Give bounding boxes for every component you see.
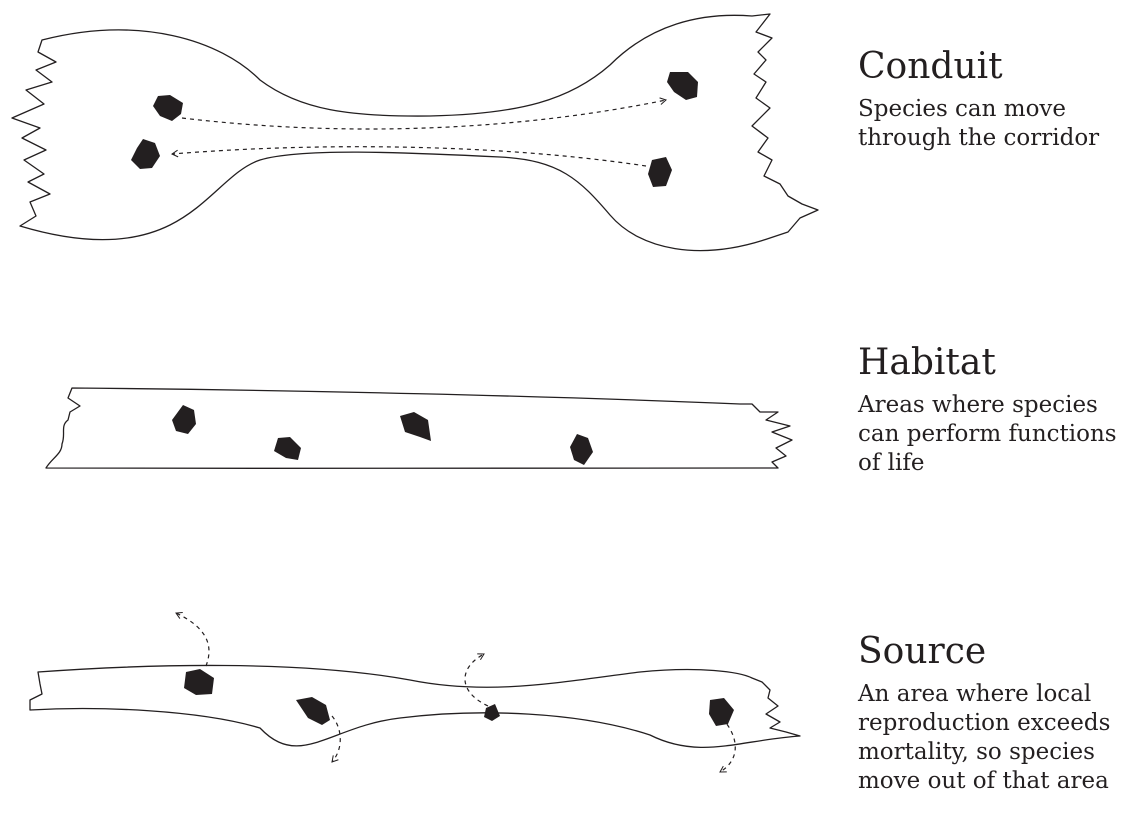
source-label-block: Source An area where local reproduction … <box>858 632 1110 796</box>
source-corridor-outline <box>29 664 801 748</box>
conduit-corridor-outline <box>11 13 819 252</box>
conduit-label-block: Conduit Species can move through the cor… <box>858 47 1099 153</box>
species-patch <box>296 697 330 725</box>
species-patch <box>153 95 183 121</box>
species-patch <box>131 139 160 169</box>
source-arrow-out <box>464 653 489 707</box>
source-description: An area where local reproduction exceeds… <box>858 680 1110 796</box>
source-title: Source <box>858 631 987 672</box>
source-arrow-out <box>175 611 210 667</box>
source-illustration <box>29 611 801 773</box>
conduit-description-line: through the corridor <box>858 125 1100 151</box>
source-description-line: move out of that area <box>858 768 1109 794</box>
species-patch <box>709 698 734 726</box>
source-description-line: mortality, so species <box>858 739 1095 765</box>
habitat-label-block: Habitat Areas where species can perform … <box>858 343 1117 478</box>
species-patch <box>648 157 672 187</box>
conduit-description-line: Species can move <box>858 96 1067 122</box>
conduit-title: Conduit <box>858 46 1003 87</box>
conduit-illustration <box>11 13 819 252</box>
habitat-description-line: Areas where species <box>858 392 1098 418</box>
conduit-description: Species can move through the corridor <box>858 95 1099 153</box>
source-description-line: An area where local <box>858 681 1092 707</box>
species-patch <box>484 704 500 721</box>
source-description-line: reproduction exceeds <box>858 710 1111 736</box>
habitat-description: Areas where species can perform function… <box>858 391 1117 478</box>
source-arrow-out <box>719 717 736 773</box>
species-patch <box>667 72 698 100</box>
habitat-title: Habitat <box>858 342 996 383</box>
species-patch <box>184 669 214 695</box>
species-patch <box>172 405 196 434</box>
habitat-description-line: of life <box>858 450 925 476</box>
species-patch <box>400 412 431 441</box>
conduit-arrow-left <box>170 146 647 167</box>
conduit-arrow-right <box>181 97 667 130</box>
species-patch <box>274 437 301 460</box>
species-patch <box>570 434 593 465</box>
source-arrow-out <box>331 715 341 763</box>
habitat-illustration <box>45 387 793 470</box>
habitat-description-line: can perform functions <box>858 421 1117 447</box>
